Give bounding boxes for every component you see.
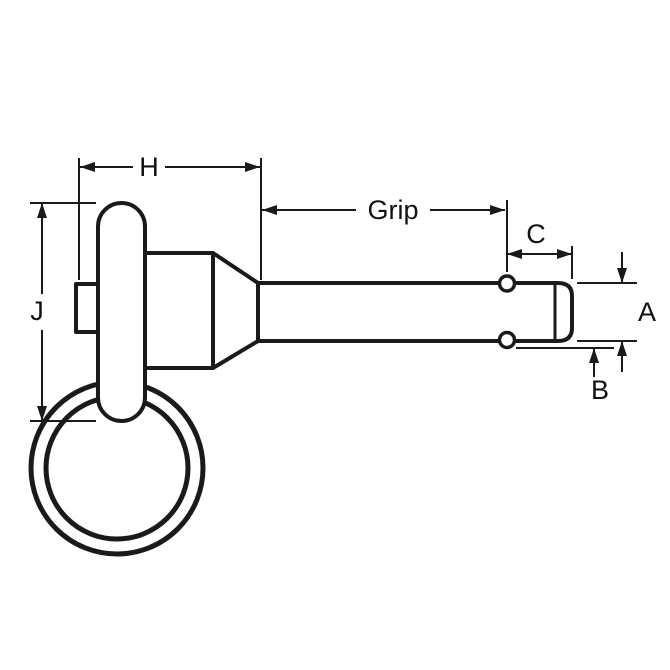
arrowhead — [589, 348, 599, 363]
arrowhead — [262, 205, 277, 215]
dimension-h: H — [78, 152, 262, 280]
dim-label-j: J — [30, 296, 44, 326]
dimension-grip: Grip — [262, 195, 508, 272]
dimension-b: B — [516, 347, 614, 405]
dim-label-grip: Grip — [367, 195, 418, 225]
arrowhead — [507, 249, 522, 259]
dim-label-c: C — [526, 219, 546, 249]
arrowhead — [557, 249, 572, 259]
pin-head — [140, 251, 215, 370]
arrowhead — [80, 162, 95, 172]
arrowhead — [37, 203, 47, 218]
dimension-j: J — [30, 202, 96, 422]
dim-label-h: H — [139, 152, 159, 182]
pin-taper — [211, 251, 260, 370]
handle — [96, 201, 147, 423]
ball-bottom — [497, 330, 517, 350]
dim-label-b: B — [591, 375, 609, 405]
ball-top — [497, 274, 517, 293]
arrowhead — [245, 162, 260, 172]
arrowhead — [37, 406, 47, 421]
dim-label-a: A — [638, 297, 656, 327]
dimension-a: A — [577, 252, 656, 372]
arrowhead — [617, 341, 627, 356]
pin-shank — [256, 281, 574, 343]
arrowhead — [617, 268, 627, 283]
pin-body — [28, 201, 574, 557]
dimension-c: C — [507, 219, 573, 279]
arrowhead — [490, 205, 505, 215]
